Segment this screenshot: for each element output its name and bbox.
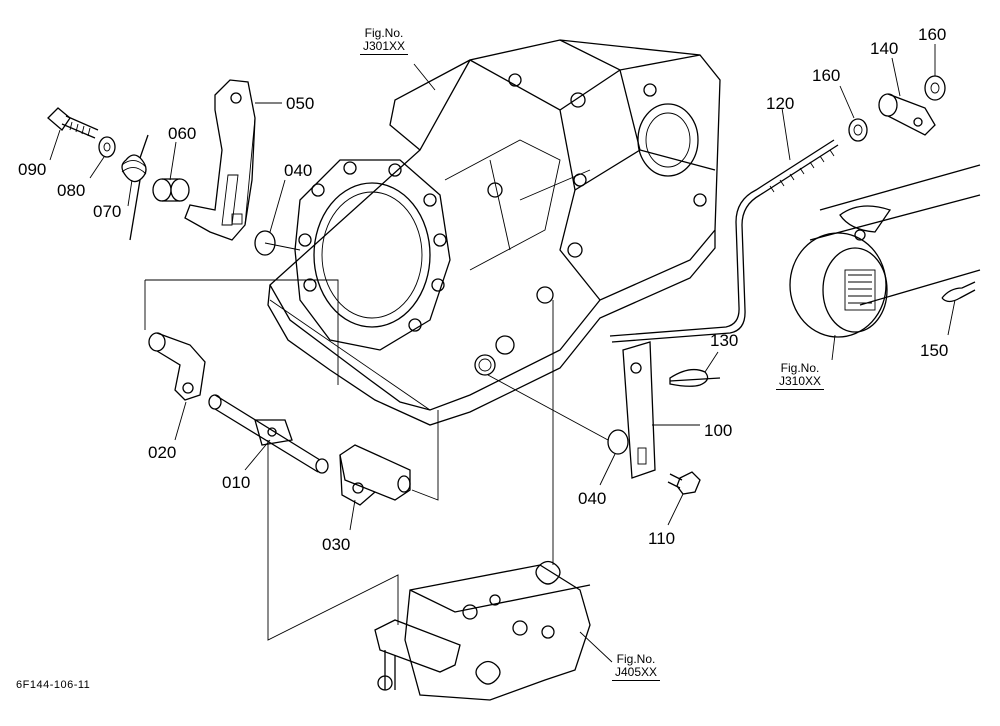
part-number-030: 030 [322,535,351,554]
part-number-050: 050 [286,94,315,113]
part-040-o-ring-upper [254,230,276,256]
part-number-020: 020 [148,443,177,462]
fig-ref-j301xx: Fig.No. J301XX [360,26,409,55]
part-number-070: 070 [93,202,122,221]
fig-ref-label: Fig.No. [616,652,656,666]
part-020-arm [148,332,206,401]
rear-axle-housing [789,164,981,338]
fig-ref-number: J310XX [776,375,825,390]
part-120-rod [609,139,839,343]
part-number-010: 010 [222,473,251,492]
part-080-washer [98,136,116,158]
part-140-joint [878,93,936,136]
part-number-120: 120 [766,94,795,113]
part-160-bushing-right [924,75,946,101]
fig-ref-j405xx: Fig.No. J405XX [612,652,661,681]
part-030-lever [339,444,411,506]
drawing-code: 6F144-106-11 [16,679,91,691]
fig-ref-number: J301XX [360,40,409,55]
part-110-bolt [667,471,701,495]
part-number-110: 110 [648,529,676,548]
part-160-bushing-left [848,118,868,142]
part-130-pin [669,368,721,387]
fig-ref-number: J405XX [612,666,661,681]
transmission-housing [267,39,721,426]
part-090-bolt [47,107,99,139]
part-100-plate [622,341,656,479]
part-150-cotter-pin [941,281,976,303]
fig-ref-label: Fig.No. [780,361,820,375]
part-number-080: 080 [57,181,86,200]
part-070-spring [121,134,149,241]
part-number-160-right: 160 [918,25,947,44]
part-number-040-upper: 040 [284,161,313,180]
fig-ref-label: Fig.No. [364,26,404,40]
part-number-140: 140 [870,39,899,58]
part-number-090: 090 [18,160,47,179]
part-number-060: 060 [168,124,197,143]
part-040-o-ring-lower [607,429,629,455]
part-number-040-lower: 040 [578,489,607,508]
hydraulic-control-valve [374,560,591,701]
part-060-collar [152,178,190,202]
leader-lines [49,44,956,663]
part-050-bracket [184,79,256,241]
part-number-160-left: 160 [812,66,841,85]
part-010-shaft [208,394,329,474]
part-number-100: 100 [704,421,733,440]
part-number-130: 130 [710,331,739,350]
fig-ref-j310xx: Fig.No. J310XX [776,361,825,390]
part-number-150: 150 [920,341,949,360]
